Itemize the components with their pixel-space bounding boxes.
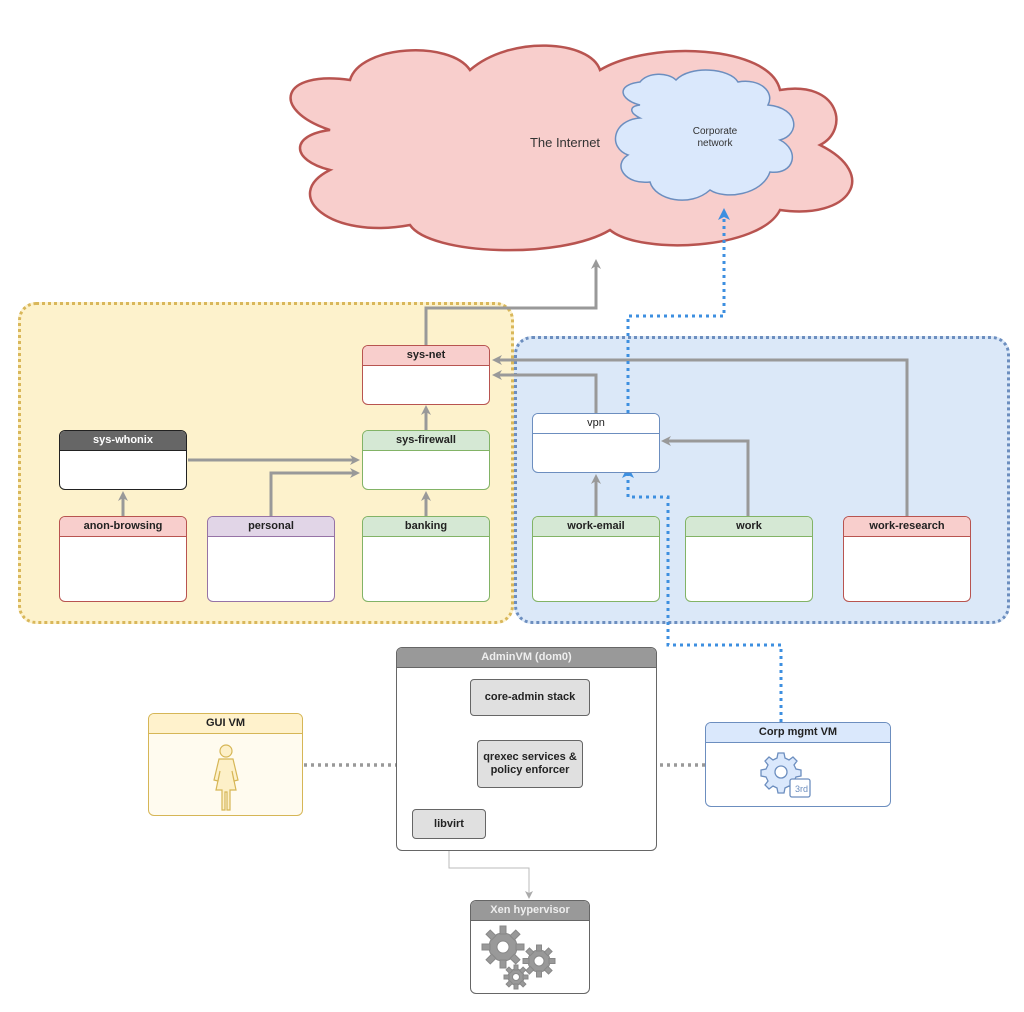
vm-anon-browsing[interactable]: anon-browsing bbox=[59, 516, 187, 602]
core-admin-stack-label: core-admin stack bbox=[484, 691, 576, 703]
third-party-badge: 3rd bbox=[795, 784, 808, 794]
corporate-label-line1: Corporate bbox=[692, 126, 738, 137]
vm-personal-title: personal bbox=[208, 517, 334, 537]
vm-banking[interactable]: banking bbox=[362, 516, 490, 602]
gear-medium-icon bbox=[522, 944, 556, 978]
libvirt-box[interactable]: libvirt bbox=[412, 809, 486, 839]
qrexec-policy-box[interactable]: qrexec services & policy enforcer bbox=[477, 740, 583, 788]
gear-large-icon bbox=[481, 925, 525, 969]
internet-label: The Internet bbox=[529, 135, 601, 150]
vm-vpn[interactable]: vpn bbox=[532, 413, 660, 473]
vm-work-title: work bbox=[686, 517, 812, 537]
vm-sys-net[interactable]: sys-net bbox=[362, 345, 490, 405]
person-icon bbox=[213, 744, 239, 811]
vm-vpn-title: vpn bbox=[533, 414, 659, 434]
vm-sys-firewall-title: sys-firewall bbox=[363, 431, 489, 451]
vm-personal[interactable]: personal bbox=[207, 516, 335, 602]
gears-icon bbox=[481, 925, 556, 990]
xen-hypervisor[interactable]: Xen hypervisor bbox=[470, 900, 590, 994]
vm-corp-mgmt[interactable]: Corp mgmt VM 3rd bbox=[705, 722, 891, 807]
gear-small-icon bbox=[503, 964, 529, 990]
vm-sys-firewall[interactable]: sys-firewall bbox=[362, 430, 490, 490]
vm-admin-dom0-title: AdminVM (dom0) bbox=[397, 648, 656, 668]
vm-anon-browsing-title: anon-browsing bbox=[60, 517, 186, 537]
vm-sys-whonix-title: sys-whonix bbox=[60, 431, 186, 451]
vm-work-email[interactable]: work-email bbox=[532, 516, 660, 602]
core-admin-stack-box[interactable]: core-admin stack bbox=[470, 679, 590, 716]
xen-hypervisor-title: Xen hypervisor bbox=[471, 901, 589, 921]
vm-sys-whonix[interactable]: sys-whonix bbox=[59, 430, 187, 490]
vm-work-research-title: work-research bbox=[844, 517, 970, 537]
vm-work[interactable]: work bbox=[685, 516, 813, 602]
vm-work-research[interactable]: work-research bbox=[843, 516, 971, 602]
qrexec-label-line2: policy enforcer bbox=[490, 764, 570, 776]
libvirt-label: libvirt bbox=[434, 817, 464, 830]
qrexec-label-line1: qrexec services & bbox=[483, 751, 577, 763]
corporate-network-label: Corporate network bbox=[670, 126, 760, 150]
vm-corp-mgmt-title: Corp mgmt VM bbox=[706, 723, 890, 743]
corporate-label-line2: network bbox=[697, 138, 733, 149]
vm-gui[interactable]: GUI VM bbox=[148, 713, 303, 816]
vm-work-email-title: work-email bbox=[533, 517, 659, 537]
vm-sys-net-title: sys-net bbox=[363, 346, 489, 366]
third-party-gear-icon: 3rd bbox=[760, 752, 811, 798]
corporate-network-cloud bbox=[614, 69, 795, 201]
vm-banking-title: banking bbox=[363, 517, 489, 537]
vm-gui-title: GUI VM bbox=[149, 714, 302, 734]
